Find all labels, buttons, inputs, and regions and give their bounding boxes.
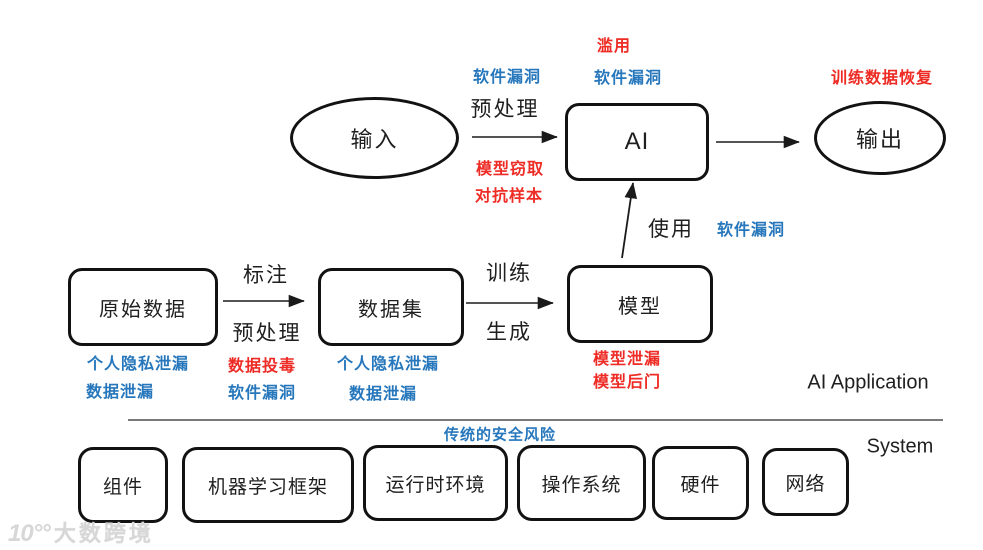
- node-raw-data-label: 原始数据: [99, 298, 187, 321]
- system-box-os-label: 操作系统: [541, 474, 622, 496]
- system-box-components-label: 组件: [102, 476, 143, 498]
- risk-data-leak-raw: 数据泄漏: [85, 384, 155, 401]
- system-box-hardware-label: 硬件: [680, 474, 721, 496]
- system-box-runtime-label: 运行时环境: [385, 474, 486, 496]
- node-dataset-label: 数据集: [358, 298, 424, 321]
- node-output-label: 输出: [855, 127, 904, 152]
- edge-label-generate: 生成: [486, 321, 532, 344]
- section-label-system: System: [866, 435, 934, 458]
- edge-label-preprocess-mid: 预处理: [232, 322, 302, 345]
- node-model-label: 模型: [618, 295, 662, 318]
- system-box-ml-framework-label: 机器学习框架: [207, 476, 328, 498]
- risk-privacy-leak-dataset: 个人隐私泄漏: [336, 356, 440, 373]
- risk-software-vuln-annotate-edge: 软件漏洞: [227, 385, 297, 402]
- risk-abuse: 滥用: [596, 38, 632, 55]
- risk-software-vuln-above-ai: 软件漏洞: [593, 70, 663, 87]
- system-box-os: 操作系统: [517, 445, 646, 521]
- system-box-runtime: 运行时环境: [363, 445, 508, 521]
- section-label-ai-application: AI Application: [807, 371, 929, 394]
- risk-software-vuln-input-edge: 软件漏洞: [472, 69, 542, 86]
- risk-training-data-recovery: 训练数据恢复: [830, 70, 934, 87]
- system-box-ml-framework: 机器学习框架: [182, 447, 354, 523]
- arrow-model-to-ai: [621, 182, 638, 259]
- node-ai: AI: [565, 103, 709, 181]
- system-box-network: 网络: [762, 448, 849, 516]
- edge-label-use: 使用: [648, 218, 694, 241]
- node-model: 模型: [567, 265, 713, 343]
- node-input-label: 输入: [350, 127, 399, 152]
- edge-label-train: 训练: [486, 262, 532, 285]
- system-box-network-label: 网络: [785, 473, 826, 495]
- watermark-text: 大数跨境: [53, 521, 154, 546]
- system-box-components: 组件: [78, 447, 168, 523]
- node-raw-data: 原始数据: [68, 268, 218, 346]
- risk-data-poisoning: 数据投毒: [227, 358, 297, 375]
- edge-label-annotate: 标注: [243, 264, 289, 287]
- risk-traditional-security: 传统的安全风险: [443, 426, 557, 444]
- risk-model-backdoor: 模型后门: [592, 374, 662, 391]
- watermark: 10°° 大数跨境: [8, 516, 154, 548]
- risk-model-leak: 模型泄漏: [592, 351, 662, 368]
- watermark-logo-icon: 10°°: [8, 520, 51, 547]
- node-output: 输出: [814, 101, 946, 175]
- risk-adversarial-sample: 对抗样本: [474, 188, 544, 205]
- risk-model-theft: 模型窃取: [475, 161, 545, 178]
- node-input: 输入: [290, 97, 459, 179]
- risk-privacy-leak-raw: 个人隐私泄漏: [86, 356, 190, 373]
- edge-label-preprocess-top: 预处理: [470, 98, 540, 121]
- node-ai-label: AI: [624, 128, 650, 155]
- risk-software-vuln-use-edge: 软件漏洞: [716, 222, 786, 239]
- system-box-hardware: 硬件: [652, 446, 749, 520]
- node-dataset: 数据集: [318, 268, 464, 346]
- risk-data-leak-dataset: 数据泄漏: [348, 386, 418, 403]
